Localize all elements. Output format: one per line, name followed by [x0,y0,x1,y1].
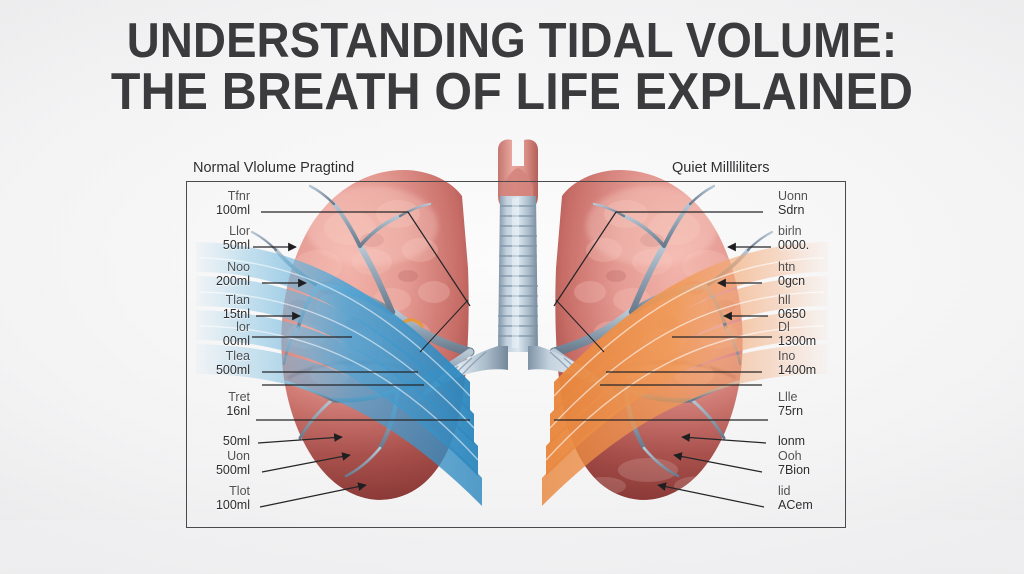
right-label-10-line1: lid [778,484,791,498]
right-label-5-line2: 1300m [778,333,817,348]
left-label-10-line1: Tlot [229,484,250,498]
left-label-7-line1: Tret [228,390,250,404]
left-label-5-line2: 00ml [222,333,250,348]
right-label-6-line1: Ino [778,349,796,363]
left-label-8: 50ml [150,434,250,449]
diagram-frame [186,181,846,528]
right-label-10-line2: ACem [778,497,813,512]
left-label-6-line2: 500ml [215,362,250,377]
right-label-1-line1: Uonn [778,189,808,203]
right-label-6-line2: 1400m [778,362,817,377]
right-label-7-line2: 75rn [778,403,804,418]
trachea [412,139,624,410]
left-label-1-line1: Tfnr [227,189,250,203]
right-label-1-line2: Sdrn [778,202,805,217]
left-label-8-line2: 50ml [222,434,250,448]
left-label-6-line1: Tlea [225,349,250,363]
right-label-2-line2: 0000. [778,237,810,252]
left-label-3-line2: 200ml [215,273,250,288]
left-label-4-line1: Tlan [225,293,250,307]
left-label-3-line1: Noo [227,260,250,274]
right-label-5-line1: Dl [778,320,790,334]
title-line-1: Understanding Tidal Volume: [126,14,898,68]
left-label-9-line2: 500ml [215,462,250,477]
right-label-3-line2: 0gcn [778,273,806,288]
left-label-2-line2: 50ml [222,237,250,252]
right-label-4-line1: hll [778,293,791,307]
right-label-9-line2: 7Bion [778,462,810,477]
left-label-10-line2: 100ml [215,497,250,512]
left-label-4-line2: 15tnl [222,306,250,321]
right-label-8-line2: lonm [778,434,806,448]
inhale-flow-arcs [196,242,482,506]
title-line-2: The Breath of Life Explained [110,63,914,122]
left-label-1-line2: 100ml [215,202,250,217]
right-label-2-line1: birln [778,224,802,238]
right-label-9-line1: Ooh [778,449,802,463]
left-label-2-line1: Llor [229,224,250,238]
right-panel-header: Quiet Millliliters [672,160,770,176]
right-label-3-line1: htn [778,260,796,274]
left-panel-header: Normal Vlolume Pragtind [193,160,355,176]
left-label-5-line1: lor [236,320,250,334]
left-label-7-line2: 16nl [226,403,250,418]
left-label-9-line1: Uon [227,449,250,463]
right-label-4-line2: 0650 [778,306,806,321]
page-title: Understanding Tidal Volume: The Breath o… [0,14,1024,122]
right-label-8: lonm [778,434,888,449]
right-label-7-line1: Llle [778,390,798,404]
